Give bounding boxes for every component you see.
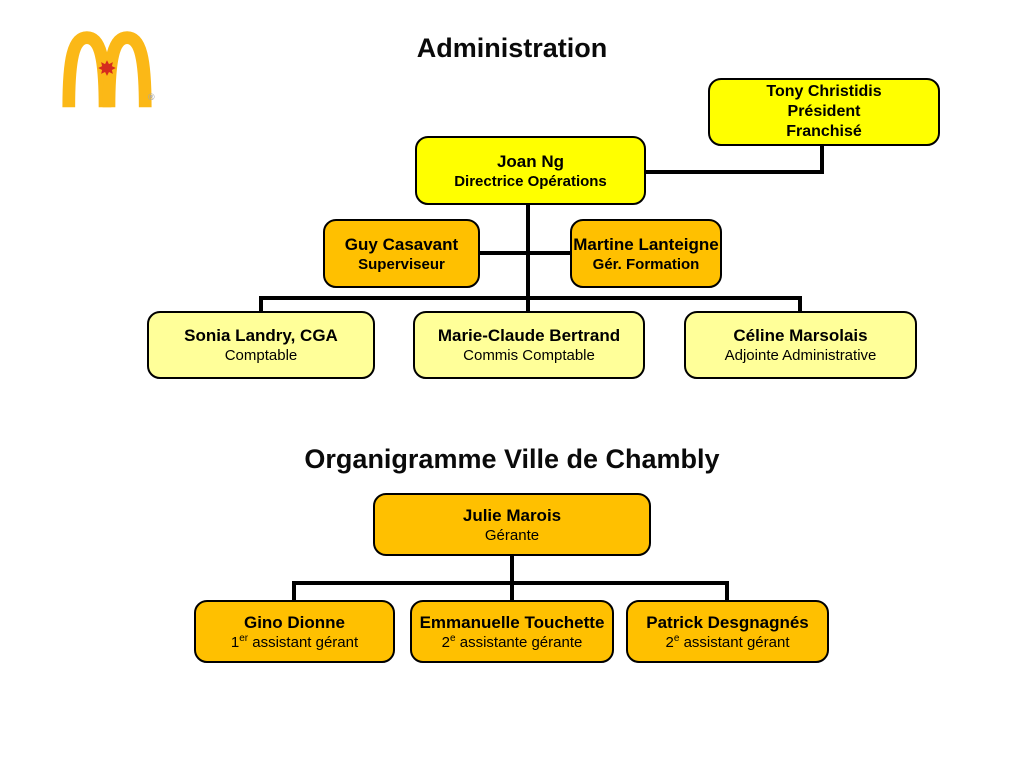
node-name: Tony Christidis xyxy=(766,83,882,100)
node-role: Directrice Opérations xyxy=(454,172,607,190)
org-node-emmanuelle: Emmanuelle Touchette 2e assistante géran… xyxy=(410,600,614,663)
role-text: assistante gérante xyxy=(455,633,583,651)
node-name: Joan Ng xyxy=(496,151,565,171)
org-node-guy: Guy Casavant Superviseur xyxy=(323,219,480,288)
node-role: Gér. Formation xyxy=(592,255,700,273)
role-text: assistant gérant xyxy=(248,633,359,651)
node-role: Comptable xyxy=(224,347,298,364)
node-name: Emmanuelle Touchette xyxy=(419,612,605,632)
node-name: Julie Marois xyxy=(462,505,562,525)
connector-julie-vertical xyxy=(510,556,514,585)
org-node-martine: Martine Lanteigne Gér. Formation xyxy=(570,219,722,288)
node-role: Gérante xyxy=(484,526,540,544)
connector-drop-patrick xyxy=(725,581,729,600)
org-node-julie: Julie Marois Gérante xyxy=(373,493,651,556)
org-node-tony: Tony Christidis Président Franchisé xyxy=(708,78,940,146)
role-ordinal-suffix: e xyxy=(450,632,456,644)
role-ordinal-suffix: e xyxy=(673,632,680,644)
connector-row3-distribution xyxy=(259,296,802,300)
org-node-gino: Gino Dionne 1er assistant gérant xyxy=(194,600,395,663)
role-ordinal: 1 xyxy=(230,633,240,651)
node-role: 2e assistant gérant xyxy=(666,633,790,652)
node-name: Guy Casavant xyxy=(344,234,459,254)
org-node-patrick: Patrick Desgnagnés 2e assistant gérant xyxy=(626,600,829,663)
node-name: Gino Dionne xyxy=(243,612,346,632)
role-ordinal: 2 xyxy=(441,633,451,651)
connector-drop-gino xyxy=(292,581,296,600)
node-name: Céline Marsolais xyxy=(733,326,868,345)
org-node-sonia: Sonia Landry, CGA Comptable xyxy=(147,311,375,379)
node-name: Martine Lanteigne xyxy=(573,234,719,254)
node-role: Adjointe Administrative xyxy=(724,347,877,364)
node-name: Marie-Claude Bertrand xyxy=(437,326,621,345)
node-role: Superviseur xyxy=(358,255,445,273)
org-node-marieclaude: Marie-Claude Bertrand Commis Comptable xyxy=(413,311,645,379)
node-role: 1er assistant gérant xyxy=(231,633,358,652)
node-role: Président xyxy=(787,103,861,120)
maple-leaf-icon xyxy=(98,60,116,76)
node-name: Patrick Desgnagnés xyxy=(646,612,809,632)
node-role: Franchisé xyxy=(786,123,862,140)
role-ordinal-suffix: er xyxy=(239,632,249,644)
connector-tony-horizontal xyxy=(646,170,824,174)
registered-trademark: ® xyxy=(148,92,155,102)
role-text: assistant gérant xyxy=(679,633,790,651)
node-role: Commis Comptable xyxy=(463,347,595,364)
node-name: Sonia Landry, CGA xyxy=(184,326,338,345)
chart1-title: Administration xyxy=(416,33,608,63)
connector-drop-emmanuelle xyxy=(510,581,514,600)
role-ordinal: 2 xyxy=(665,633,674,651)
connector-drop-celine xyxy=(798,296,802,311)
mcdonalds-logo: ® xyxy=(58,30,162,116)
connector-drop-sonia xyxy=(259,296,263,311)
org-node-celine: Céline Marsolais Adjointe Administrative xyxy=(684,311,917,379)
org-node-joan: Joan Ng Directrice Opérations xyxy=(415,136,646,205)
connector-drop-marieclaude xyxy=(526,296,530,311)
chart2-title: Organigramme Ville de Chambly xyxy=(304,444,720,474)
golden-arches-icon xyxy=(62,31,152,108)
node-role: 2e assistante gérante xyxy=(442,633,583,652)
connector-tony-vertical xyxy=(820,146,824,174)
connector-guy-martine-horizontal xyxy=(480,251,570,255)
